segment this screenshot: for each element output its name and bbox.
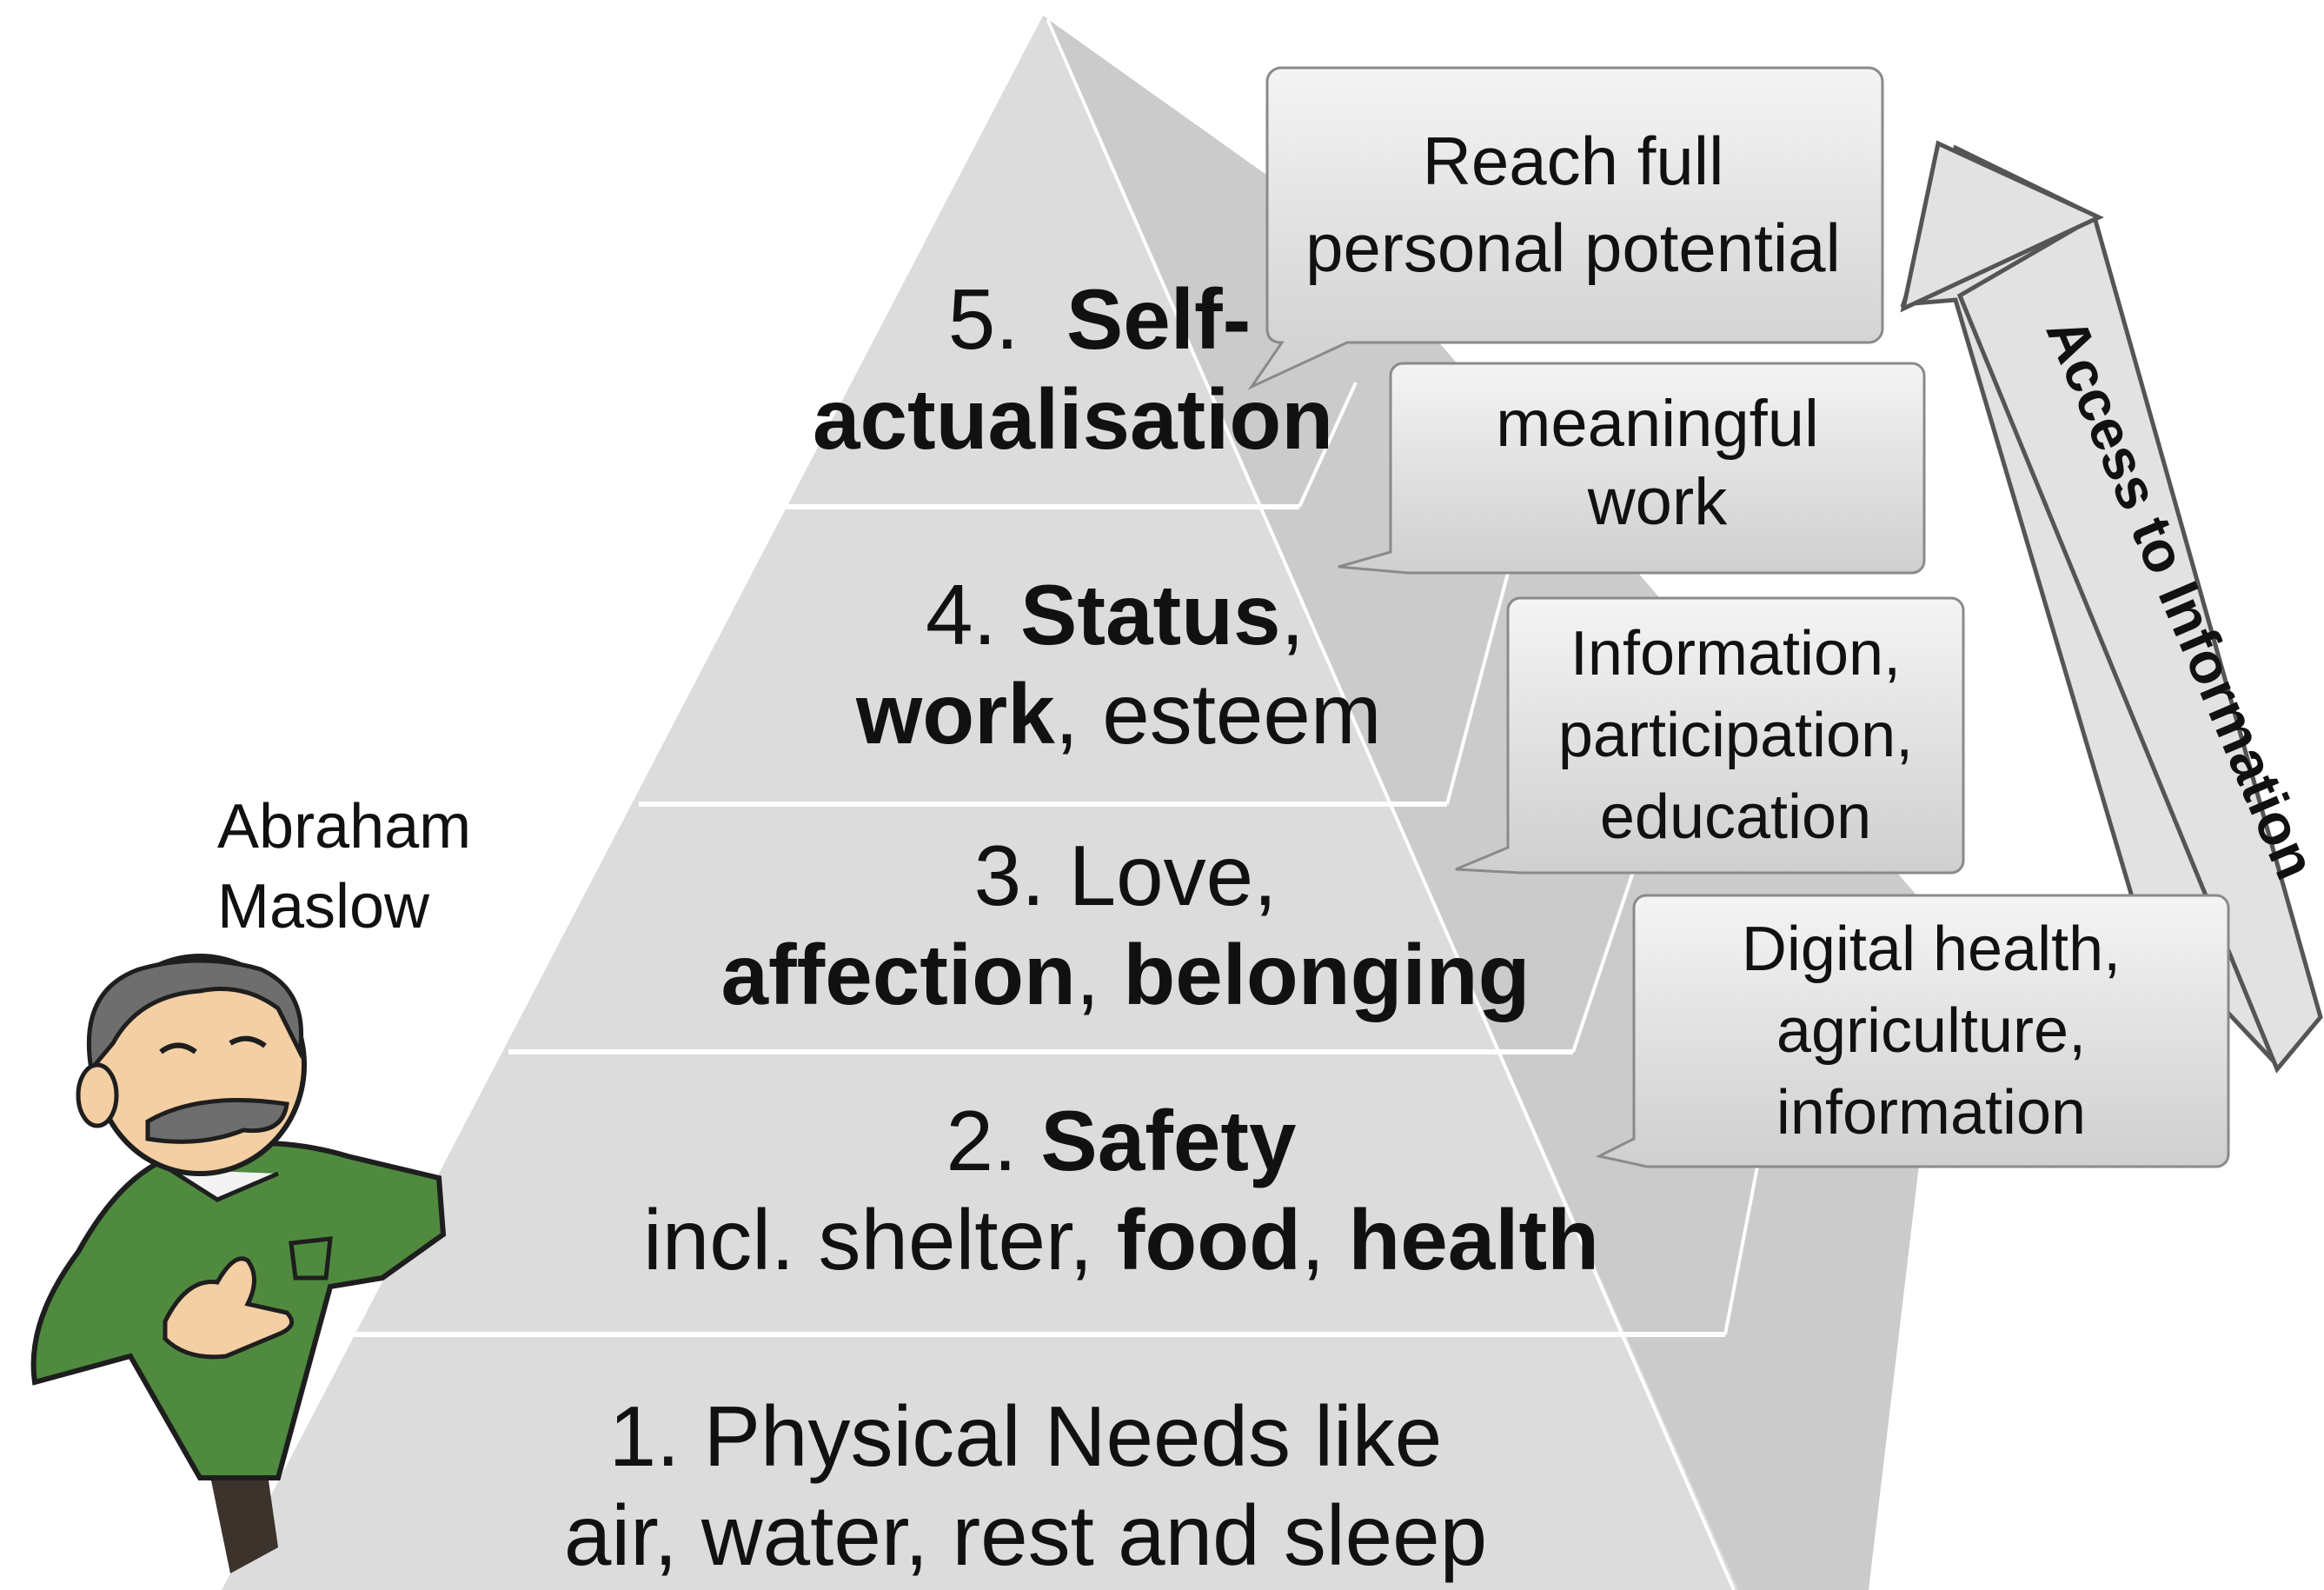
- callout-shape-c4: [1338, 362, 1926, 575]
- author-last-name: Maslow: [217, 872, 430, 941]
- side-divider-5: [1298, 382, 1358, 508]
- access-arrow-head: [1900, 140, 2104, 313]
- level-1-line2: air, water, rest and sleep: [563, 1487, 1488, 1583]
- level-2-shelter: incl. shelter,: [643, 1192, 1117, 1287]
- callout-c2-line3: information: [1776, 1078, 2087, 1148]
- level-3-text: 3. Love, affection, belonging: [708, 826, 1543, 1024]
- callout-c5-line2: personal potential: [1305, 210, 1841, 286]
- level-2-comma: ,: [1300, 1192, 1349, 1287]
- level-4-work: work: [856, 666, 1055, 762]
- level-4-line2: work, esteem: [843, 664, 1451, 763]
- level-5-number: 5.: [947, 271, 1019, 367]
- level-4-number: 4.: [926, 567, 997, 662]
- maslow-eye-left: [159, 1042, 197, 1054]
- level-5-text-line2: actualisation: [813, 369, 1333, 469]
- level-1-text: 1. Physical Needs like air, water, rest …: [504, 1387, 1547, 1585]
- level-2-number: 2.: [946, 1093, 1018, 1188]
- level-3-belonging: belonging: [1123, 927, 1531, 1022]
- level-3-affection: affection: [720, 927, 1076, 1022]
- level-2-text: 2. Safety incl. shelter, food, health: [621, 1091, 1621, 1289]
- author-label: Abraham Maslow: [217, 787, 471, 947]
- callout-c5-line1: Reach full: [1422, 123, 1724, 199]
- callout-c3-line1: Information,: [1570, 619, 1902, 689]
- level-5-title-part2: actualisation: [813, 371, 1334, 467]
- maslow-pocket: [289, 1236, 333, 1281]
- callout-shape-c3: [1455, 596, 1965, 875]
- level-4-comma: ,: [1280, 567, 1305, 662]
- callout-c4-line1: meaningful: [1496, 387, 1819, 461]
- pyramid-side-face-right: [1043, 16, 1947, 1590]
- level-3-line1: 3. Love,: [973, 828, 1278, 923]
- access-arrow-body: [1956, 214, 2323, 1074]
- side-divider-3: [1571, 868, 1636, 1053]
- callout-shape-c2: [1595, 894, 2230, 1168]
- callout-c3-line3: education: [1599, 782, 1872, 852]
- callout-c5-text: Reach full personal potential: [1269, 117, 1877, 291]
- author-first-name: Abraham: [217, 792, 472, 862]
- level-4-text: 4. Status, work, esteem: [843, 565, 1451, 763]
- level-4-esteem: , esteem: [1054, 666, 1382, 762]
- callout-c2-line2: agriculture,: [1776, 996, 2087, 1066]
- level-5-title-part1: Self-: [1066, 271, 1252, 367]
- maslow-collar: [168, 1167, 279, 1202]
- callout-c2-text: Digital health, agriculture, information: [1634, 908, 2228, 1154]
- level-2-line2: incl. shelter, food, health: [621, 1190, 1621, 1289]
- side-divider-4: [1445, 556, 1514, 805]
- level-2-food: food: [1116, 1192, 1301, 1287]
- callout-c2-line1: Digital health,: [1741, 915, 2121, 984]
- maslow-eye-right: [229, 1035, 267, 1048]
- level-5-line1: 5. Self-: [795, 269, 1404, 369]
- level-2-health: health: [1348, 1192, 1599, 1287]
- maslow-hair: [86, 958, 304, 1074]
- level-2-safety: Safety: [1040, 1093, 1297, 1188]
- level-2-line1: 2. Safety: [621, 1091, 1621, 1190]
- maslow-mustache: [145, 1098, 289, 1144]
- level-3-line2: affection, belonging: [708, 925, 1543, 1024]
- callout-c4-text: meaningful work: [1391, 385, 1924, 542]
- callout-c4-line2: work: [1587, 465, 1728, 539]
- level-4-line1: 4. Status,: [843, 565, 1451, 664]
- callout-c3-line2: participation,: [1557, 701, 1914, 770]
- callout-c3-text: Information, participation, education: [1508, 613, 1963, 858]
- level-3-comma: ,: [1075, 927, 1124, 1022]
- level-5-text: 5. Self-: [795, 269, 1404, 369]
- level-4-status: Status: [1019, 567, 1281, 662]
- pyramid-edge: [1046, 18, 1736, 1590]
- level-1-line1: 1. Physical Needs like: [608, 1388, 1443, 1484]
- maslow-cartoon: [30, 954, 447, 1573]
- callout-shape-c5: [1247, 66, 1884, 390]
- maslow-hand: [163, 1256, 295, 1360]
- maslow-ear: [76, 1062, 119, 1128]
